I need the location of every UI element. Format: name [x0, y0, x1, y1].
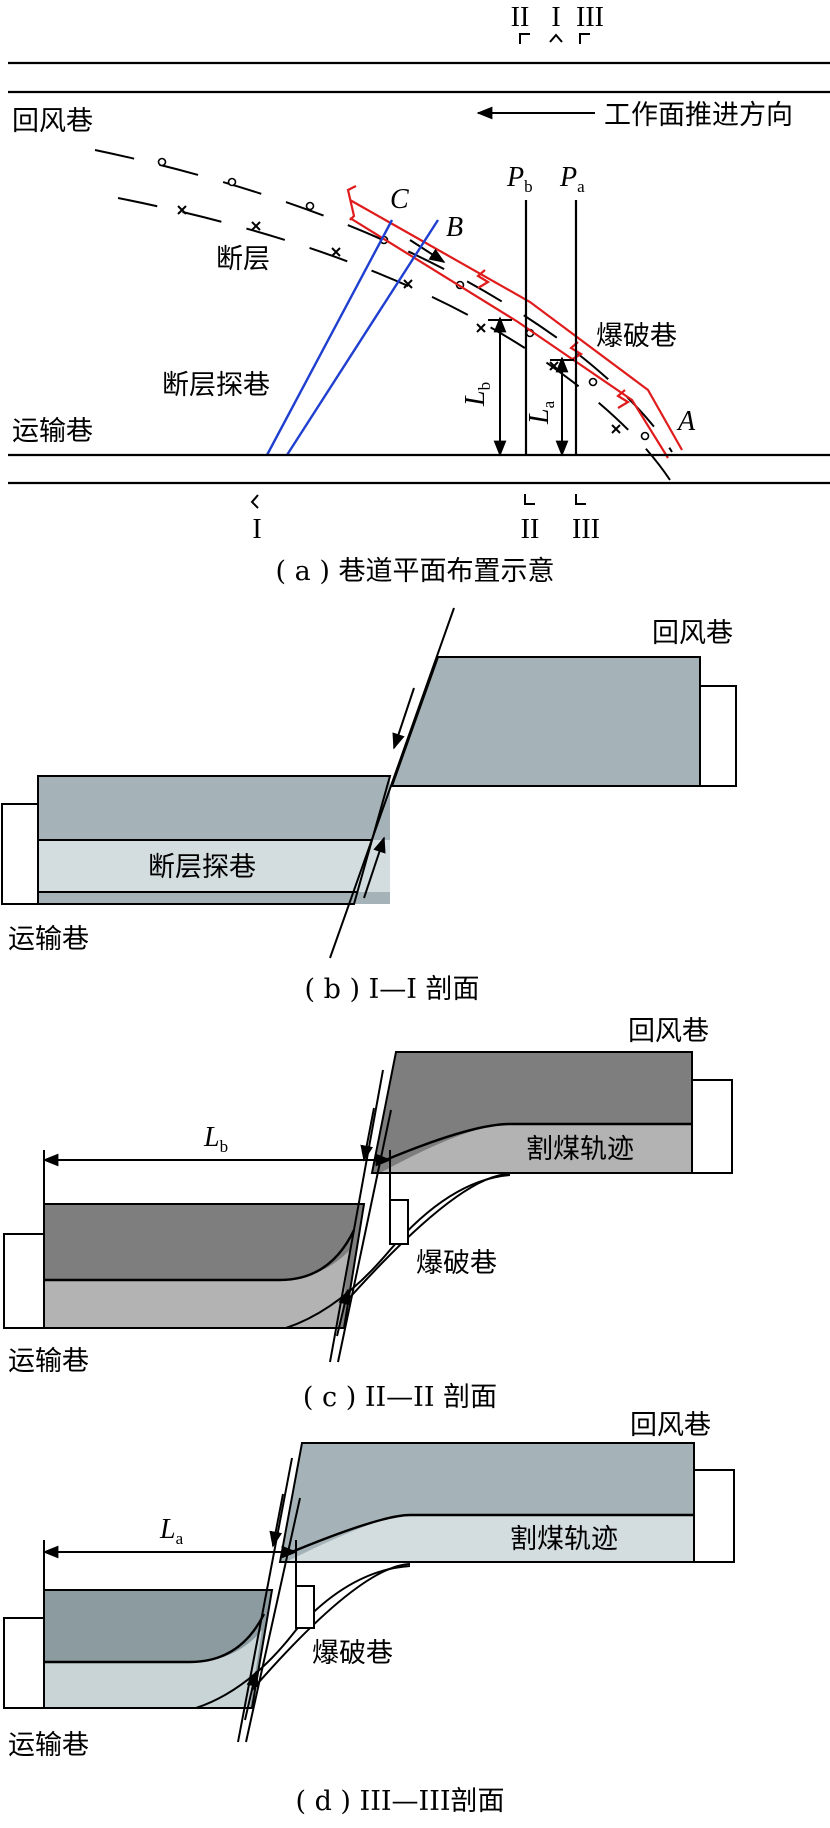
- panel-d-blasting-box: [295, 1585, 315, 1629]
- section-bracket-bottom-i: [250, 494, 259, 509]
- panel-b-fault-line: [329, 607, 455, 959]
- panel-b-upper-block: [390, 656, 701, 787]
- panel-c-upper-cut-band: [380, 1124, 692, 1173]
- section-mark-bottom-ii: II: [521, 514, 540, 545]
- panel-c-caption: ( c ) II—II 剖面: [303, 1382, 497, 1413]
- panel-a-caption: ( a ) 巷道平面布置示意: [276, 556, 555, 587]
- panel-c-upper-trajectory: [375, 1122, 692, 1166]
- panel-c-slip-arrow-lower: [336, 1288, 351, 1337]
- panel-c-slip-arrow-upper: [360, 1107, 375, 1162]
- fault-trace-lower: [117, 197, 671, 481]
- panel-d-upper-outline: [278, 1442, 695, 1563]
- l-b-label: Lb: [460, 382, 494, 407]
- panel-b-caption: ( b ) I—I 剖面: [304, 974, 479, 1005]
- fault-exploration-label: 断层探巷: [162, 370, 270, 401]
- panel-c-haulage-label: 运输巷: [8, 1346, 89, 1377]
- p-b-label: Pb: [506, 162, 533, 196]
- panel-d-caption: ( d ) III—III剖面: [295, 1786, 504, 1817]
- fault-exploration-line-right: [285, 219, 440, 456]
- panel-b-slip-arrow-upper: [392, 687, 415, 750]
- blasting-direction-arrow: [409, 239, 446, 263]
- panel-c-trajectory-connector-upper: [343, 1173, 511, 1305]
- panel-c-haulage-box: [3, 1233, 45, 1329]
- panel-c-fault-line-1: [329, 1069, 384, 1363]
- panel-d-upper-cut-band: [286, 1515, 694, 1562]
- panel-b-return-airway-label: 回风巷: [652, 618, 733, 649]
- panel-c-blasting-box: [389, 1199, 409, 1245]
- panel-c-lower-cut-band: [44, 1250, 350, 1328]
- panel-b-haulage-box: [1, 803, 39, 905]
- panel-d-haulage-box: [3, 1617, 45, 1709]
- panel-b-section: 回风巷 断层探巷 运输巷 ( b ) I—I 剖面: [1, 607, 737, 1005]
- section-mark-top-i: I: [551, 2, 560, 33]
- point-a-label: A: [676, 406, 696, 437]
- return-airway-label: 回风巷: [12, 106, 93, 137]
- section-bracket-top-iii: [579, 33, 590, 44]
- blasting-roadway-label: 爆破巷: [596, 321, 677, 352]
- panel-d-lower-trajectory: [44, 1613, 266, 1664]
- panel-c-trajectory-connector-lower: [285, 1174, 511, 1329]
- panel-d-blasting-label: 爆破巷: [312, 1638, 393, 1669]
- section-bracket-bottom-iii: [575, 494, 586, 505]
- panel-d-trajectory-label: 割煤轨迹: [510, 1524, 618, 1555]
- fault-trace-upper: [94, 149, 673, 453]
- panel-d-upper-trajectory: [281, 1513, 694, 1558]
- panel-d-trajectory-connector-upper: [251, 1563, 411, 1691]
- fault-exploration-line-left: [265, 219, 394, 456]
- panel-b-return-airway-box: [699, 685, 737, 787]
- haulage-roadway-label: 运输巷: [12, 416, 93, 447]
- panel-c-trajectory-label: 割煤轨迹: [526, 1134, 634, 1165]
- section-bracket-bottom-ii: [524, 494, 535, 505]
- panel-d-fault-line-1: [237, 1457, 293, 1743]
- panel-d-l-label: La: [159, 1514, 184, 1548]
- section-mark-top-iii: III: [576, 2, 604, 33]
- l-a-label: La: [524, 400, 558, 425]
- panel-c-blasting-label: 爆破巷: [416, 1248, 497, 1279]
- panel-b-exploration-band: [38, 840, 390, 892]
- panel-c-lower-trajectory: [44, 1229, 356, 1282]
- section-bracket-top-i: [549, 33, 563, 43]
- panel-d-haulage-label: 运输巷: [8, 1730, 89, 1761]
- section-bracket-top-ii: [519, 33, 530, 44]
- panel-a-plan: II I III 回风巷 工作面推进方向: [8, 2, 830, 587]
- point-b-label: B: [446, 212, 463, 243]
- panel-d-trajectory-connector-lower: [195, 1565, 411, 1709]
- point-c-label: C: [390, 184, 409, 215]
- panel-b-haulage-label: 运输巷: [8, 924, 89, 955]
- p-a-label: Pa: [559, 162, 585, 196]
- section-mark-top-ii: II: [511, 2, 530, 33]
- panel-b-slip-arrow-lower: [363, 836, 386, 899]
- panel-d-fault-line-2: [245, 1497, 301, 1743]
- panel-d-slip-arrow-upper: [269, 1493, 284, 1548]
- fault-label: 断层: [216, 244, 270, 275]
- advance-direction-label: 工作面推进方向: [604, 100, 793, 131]
- panel-d-lower-cut-band: [44, 1630, 262, 1708]
- panel-d-slip-arrow-lower: [244, 1670, 260, 1721]
- section-mark-bottom-iii: III: [572, 514, 600, 545]
- panel-c-l-label: Lb: [203, 1122, 228, 1156]
- panel-c-section: 回风巷 Lb 割煤轨迹 爆破巷 运输巷 ( c ) II—II 剖面: [3, 1016, 733, 1413]
- panel-c-return-airway-box: [691, 1079, 733, 1174]
- panel-c-upper-outline: [370, 1051, 693, 1174]
- section-mark-bottom-i: I: [252, 514, 261, 545]
- panel-d-section: 回风巷 La 割煤轨迹 爆破巷 运输巷 ( d ) III—III剖面: [3, 1410, 735, 1817]
- panel-c-fault-line-2: [337, 1109, 392, 1363]
- panel-d-return-airway-box: [693, 1469, 735, 1563]
- panel-c-return-airway-label: 回风巷: [628, 1016, 709, 1047]
- panel-b-exploration-label: 断层探巷: [148, 852, 256, 883]
- panel-d-return-airway-label: 回风巷: [630, 1410, 711, 1441]
